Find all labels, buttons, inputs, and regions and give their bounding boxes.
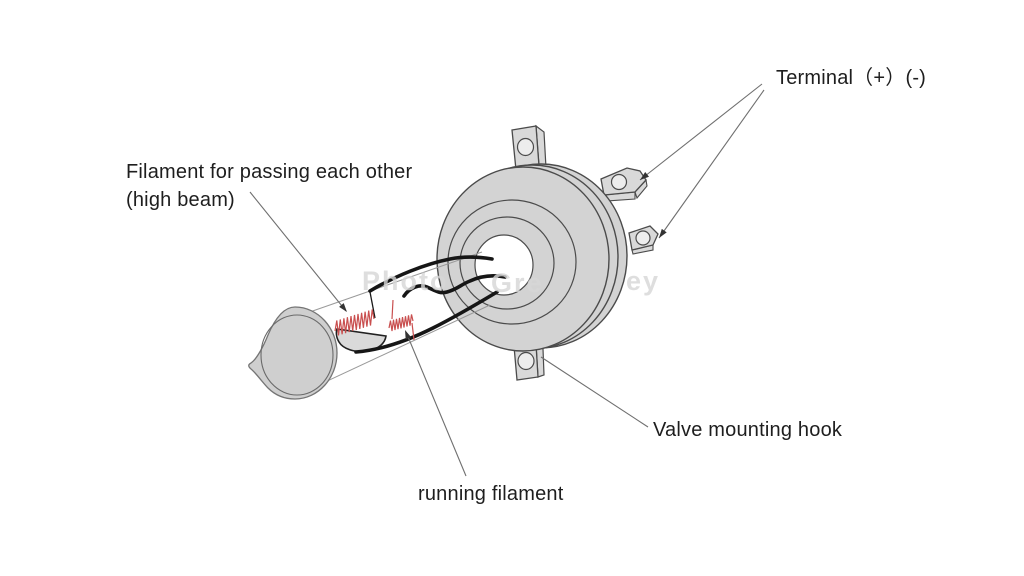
leader-lines: [249, 83, 765, 477]
leader-high-beam: [249, 191, 347, 312]
terminal-tab-upper-right: [600, 167, 648, 202]
arrowhead-terminal-2: [659, 228, 667, 238]
filament-support-wire: [369, 291, 376, 319]
running-filament-coil: [388, 299, 415, 341]
arrowhead-terminal-1: [640, 172, 649, 180]
high-beam-filament: [334, 309, 375, 336]
arrowheads: [339, 172, 667, 340]
base-flange: [436, 163, 628, 352]
dome-inner-line: [260, 314, 334, 396]
base-center-hole: [474, 234, 534, 296]
arrowhead-running-filament: [405, 330, 412, 340]
mounting-hook-tab: [513, 342, 545, 381]
lead-wires: [354, 255, 507, 354]
lead-wire-middle: [402, 274, 507, 298]
terminal-tab-right: [628, 225, 659, 255]
terminal-tab-top: [511, 124, 547, 171]
glass-tube: [303, 251, 491, 391]
leader-terminal-1: [639, 83, 763, 181]
leader-terminal-2: [658, 89, 765, 239]
leader-mounting-hook: [540, 356, 649, 428]
lead-wire-top: [368, 255, 494, 293]
bulb-dome: [248, 306, 338, 400]
label-terminal: Terminal（+）(-): [776, 67, 927, 89]
lead-wire-bottom: [354, 290, 499, 354]
leader-running-filament: [405, 331, 467, 477]
filament-shield: [335, 328, 387, 353]
label-running-filament: running filament: [418, 483, 564, 505]
label-high-beam-line2: (high beam): [126, 189, 235, 211]
label-high-beam-filament: Filament for passing each other (high be…: [126, 158, 412, 214]
label-high-beam-line1: Filament for passing each other: [126, 161, 413, 183]
arrowhead-high-beam: [339, 303, 347, 312]
label-valve-mounting-hook: Valve mounting hook: [653, 419, 843, 441]
